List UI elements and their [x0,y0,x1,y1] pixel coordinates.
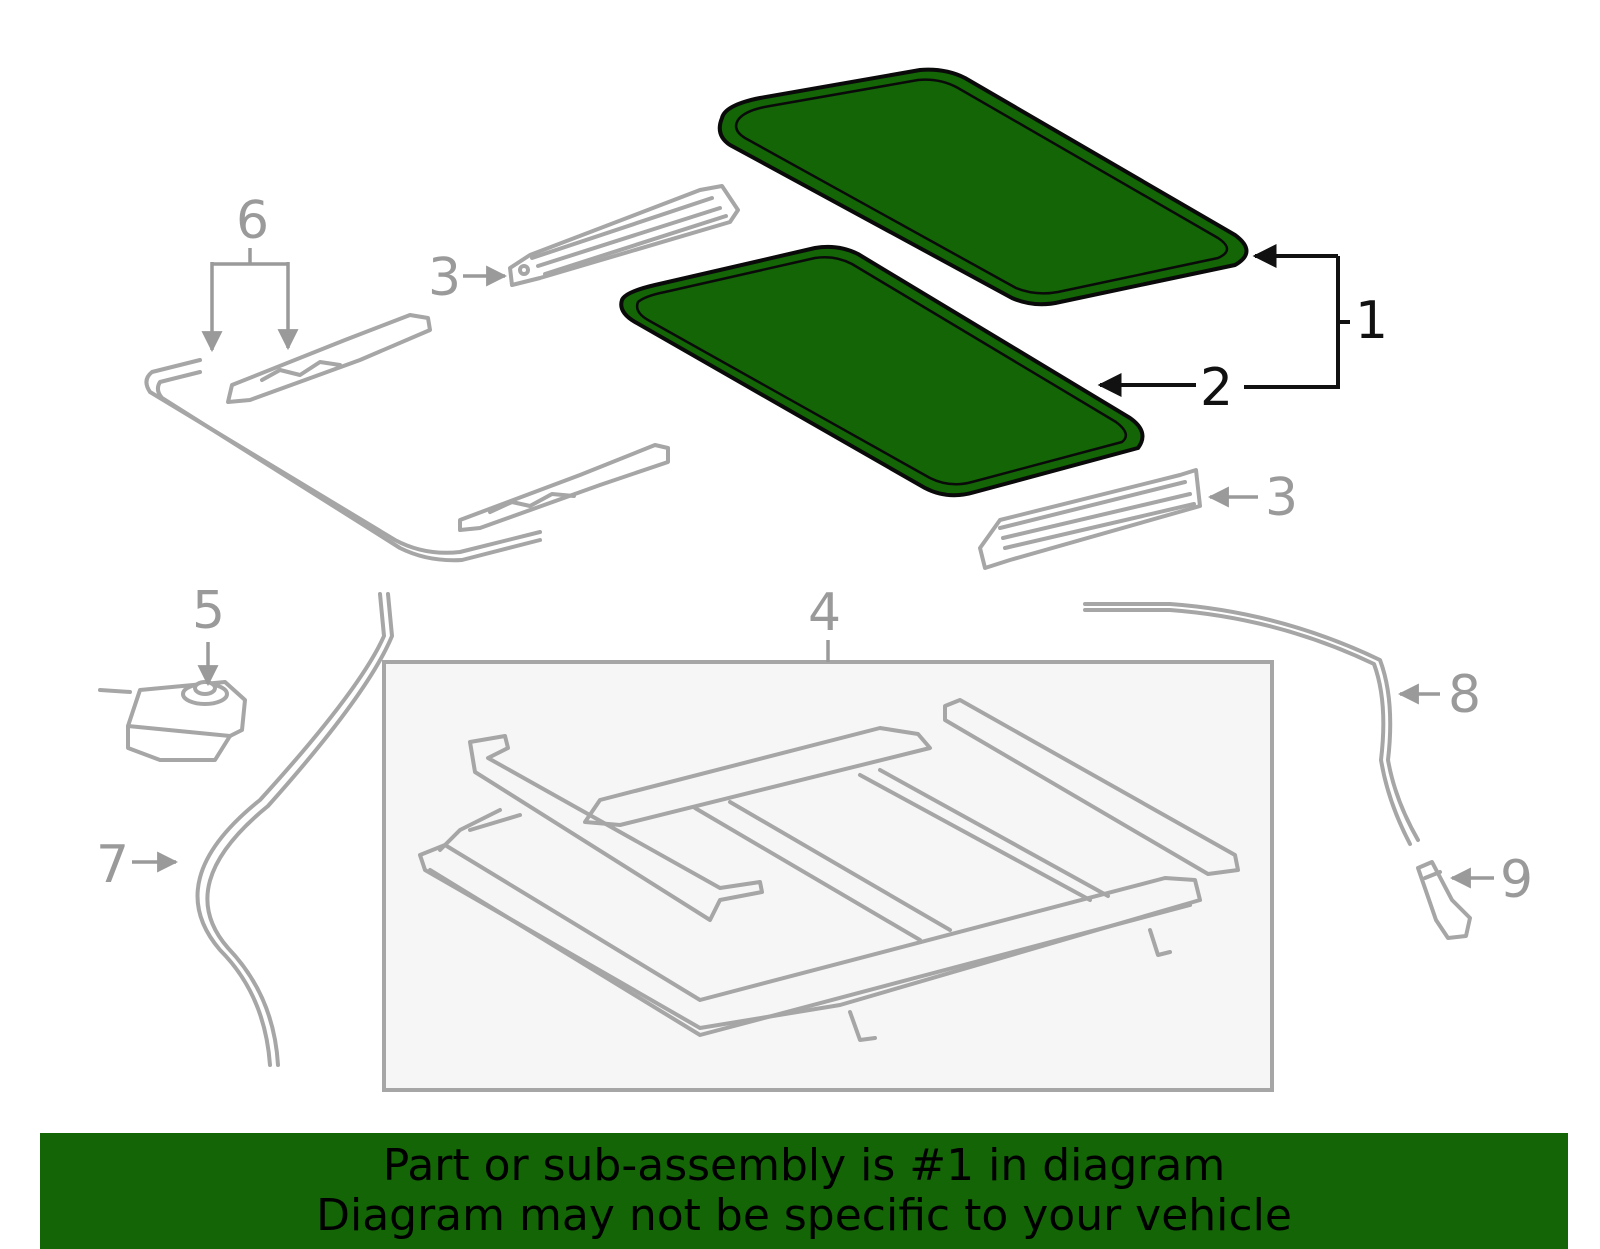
info-banner: Part or sub-assembly is #1 in diagram Di… [40,1133,1568,1249]
part-6-guide-rail-frame[interactable] [144,313,670,563]
leader-lines [132,244,1494,889]
callout-6: 6 [236,191,269,251]
callout-7: 7 [96,835,129,895]
part-1-glass-panel[interactable] [717,67,1249,307]
part-3-rail-lower[interactable] [978,468,1202,570]
callout-3-upper: 3 [428,248,461,308]
callout-4: 4 [808,583,841,643]
part-9-clip[interactable] [1416,860,1472,940]
callout-1: 1 [1355,291,1388,351]
part-7-drain-hose[interactable] [195,592,394,1067]
part-4-housing-box[interactable] [382,660,1274,1092]
callout-2: 2 [1200,358,1233,418]
callout-9: 9 [1500,850,1533,910]
callout-5: 5 [192,581,225,641]
banner-line-2: Diagram may not be specific to your vehi… [316,1190,1292,1241]
banner-line-1: Part or sub-assembly is #1 in diagram [382,1140,1226,1191]
callout-8: 8 [1448,665,1481,725]
part-2-glass-panel[interactable] [619,244,1145,498]
part-5-motor[interactable] [98,680,247,762]
part-8-drain-hose[interactable] [1083,602,1420,846]
callout-3-lower: 3 [1265,468,1298,528]
part-3-rail-upper[interactable] [508,184,740,287]
